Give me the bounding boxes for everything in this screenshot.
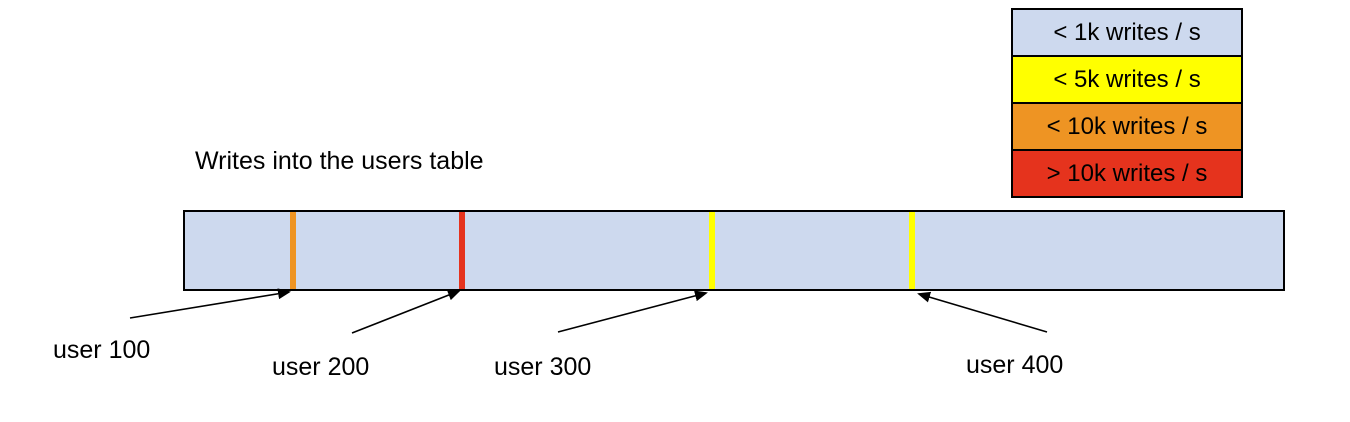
arrow-user-200	[351, 289, 461, 334]
arrow-user-100	[129, 288, 291, 319]
users-table-bar	[183, 210, 1285, 291]
legend-item-lt-5k: < 5k writes / s	[1013, 55, 1241, 102]
legend-item-label: > 10k writes / s	[1046, 159, 1208, 187]
legend-item-lt-1k: < 1k writes / s	[1013, 10, 1241, 55]
label-user-300: user 300	[494, 353, 592, 381]
legend-item-lt-10k: < 10k writes / s	[1013, 102, 1241, 149]
legend-item-label: < 10k writes / s	[1046, 112, 1208, 140]
legend: < 1k writes / s < 5k writes / s < 10k wr…	[1011, 8, 1243, 198]
label-user-400: user 400	[966, 351, 1064, 379]
arrow-user-300	[557, 290, 708, 333]
legend-item-label: < 1k writes / s	[1053, 18, 1201, 46]
label-user-200: user 200	[272, 353, 370, 381]
hotspot-marker-user-400	[909, 212, 915, 289]
hotspot-marker-user-200	[459, 212, 465, 289]
hotspot-marker-user-100	[290, 212, 296, 289]
legend-item-label: < 5k writes / s	[1053, 65, 1201, 93]
arrow-user-400	[917, 291, 1048, 333]
diagram-title: Writes into the users table	[195, 147, 484, 175]
legend-item-gt-10k: > 10k writes / s	[1013, 149, 1241, 196]
label-user-100: user 100	[53, 336, 151, 364]
hotspot-marker-user-300	[709, 212, 715, 289]
